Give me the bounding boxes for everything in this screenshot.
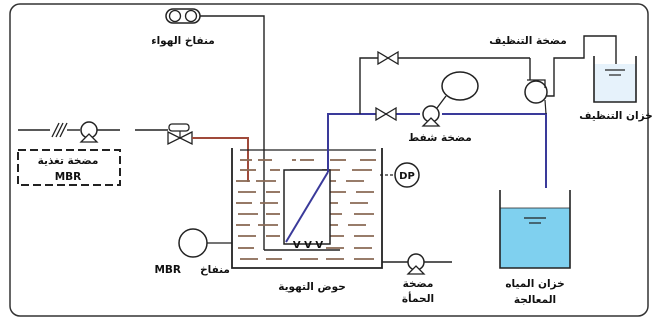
cleaning-return-line	[359, 57, 378, 114]
sludge-pump-label-1: مضخة	[403, 278, 434, 290]
suction-motor-icon	[441, 71, 479, 101]
air-line	[200, 15, 265, 250]
treated-water-tank	[499, 190, 571, 269]
feed-pump-icon	[79, 121, 99, 143]
feed-pump-label-1: مضخة تغذية	[38, 155, 99, 167]
mbr-blower-label: منفاخ	[200, 264, 230, 276]
suction-pump-label: مضخة شفط	[408, 132, 472, 144]
feed-inlet-line	[192, 137, 249, 182]
mbr-blower-tag: MBR	[154, 264, 181, 276]
feed-control-valve-icon	[167, 123, 193, 146]
air-blower-label: منفاخ الهواء	[151, 35, 215, 47]
feed-pump-label-2: MBR	[55, 171, 82, 183]
hatch-marks-icon	[51, 122, 68, 138]
dp-gauge-label: DP	[399, 171, 415, 182]
sludge-pump-label-2: الحمأة	[402, 291, 434, 305]
suction-pump-icon	[421, 105, 441, 127]
suction-pump-link	[436, 95, 447, 109]
dp-gauge-icon	[394, 162, 420, 188]
diffuser-label: V V V	[293, 240, 323, 251]
cleaning-pump-suction	[547, 35, 617, 97]
cleaning-pump-link	[544, 99, 547, 115]
mbr-blower-icon	[178, 228, 208, 258]
permeate-valve-icon	[375, 106, 397, 122]
cleaning-pump-label: مضخة التنظيف	[489, 35, 567, 47]
treated-tank-label-2: المعالجة	[514, 294, 556, 306]
feed-pump-box	[17, 149, 121, 186]
sludge-pump-icon	[406, 253, 426, 275]
cleaning-pump-icon	[524, 79, 548, 104]
aeration-basin-label: حوض التهوية	[278, 281, 346, 293]
cleaning-tank	[593, 56, 637, 103]
air-blower-icon	[165, 8, 201, 24]
treated-tank-label-1: خزان المياه	[505, 278, 564, 290]
permeate-to-treated	[442, 113, 547, 188]
cleaning-tank-label: خزان التنظيف	[579, 110, 652, 122]
cleaning-valve-icon	[377, 50, 399, 66]
diagram-frame	[9, 3, 649, 317]
membrane-module	[283, 169, 331, 245]
